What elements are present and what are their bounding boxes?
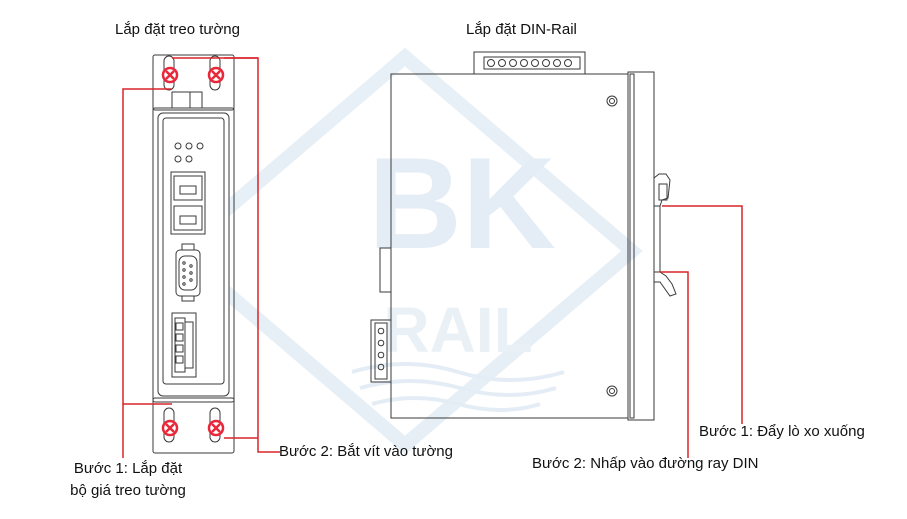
- bk-rail-watermark: BK RAIL: [167, 47, 643, 455]
- serial-port: [175, 243, 201, 302]
- wall-step1-line2: bộ giá treo tường: [70, 482, 186, 499]
- wall-mount-device: [152, 54, 235, 454]
- connector-pins: [487, 59, 572, 67]
- screw-icon: [207, 66, 225, 84]
- din-rail-title: Lắp đặt DIN-Rail: [466, 21, 577, 38]
- watermark-text-bottom: RAIL: [383, 294, 532, 366]
- din-clip: [653, 173, 677, 297]
- status-leds: [174, 142, 204, 163]
- top-wall-bracket: [152, 54, 235, 111]
- wall-step1-label: Bước 1: Lắp đặt bộ giá treo tường: [48, 460, 208, 500]
- wall-leader-lines: [122, 57, 280, 458]
- watermark-text-top: BK: [368, 130, 556, 276]
- screw-icon: [161, 66, 179, 84]
- screw-icon: [207, 419, 225, 437]
- din-leader-lines: [660, 205, 743, 458]
- wall-step1-line1: Bước 1: Lắp đặt: [73, 460, 183, 477]
- top-connector: [473, 51, 586, 75]
- terminal-block: [171, 312, 197, 378]
- screw-icon: [161, 419, 179, 437]
- bottom-wall-bracket: [152, 397, 235, 454]
- ethernet-ports: [170, 171, 206, 235]
- wall-step2-label: Bước 2: Bắt vít vào tường: [279, 443, 453, 460]
- din-rail-device: [370, 51, 677, 421]
- wall-mount-title: Lắp đặt treo tường: [115, 21, 240, 38]
- din-step2-label: Bước 2: Nhấp vào đường ray DIN: [532, 455, 759, 472]
- din-step1-label: Bước 1: Đẩy lò xo xuống: [699, 423, 865, 440]
- side-terminal: [370, 319, 392, 383]
- screw-markers: [161, 66, 225, 437]
